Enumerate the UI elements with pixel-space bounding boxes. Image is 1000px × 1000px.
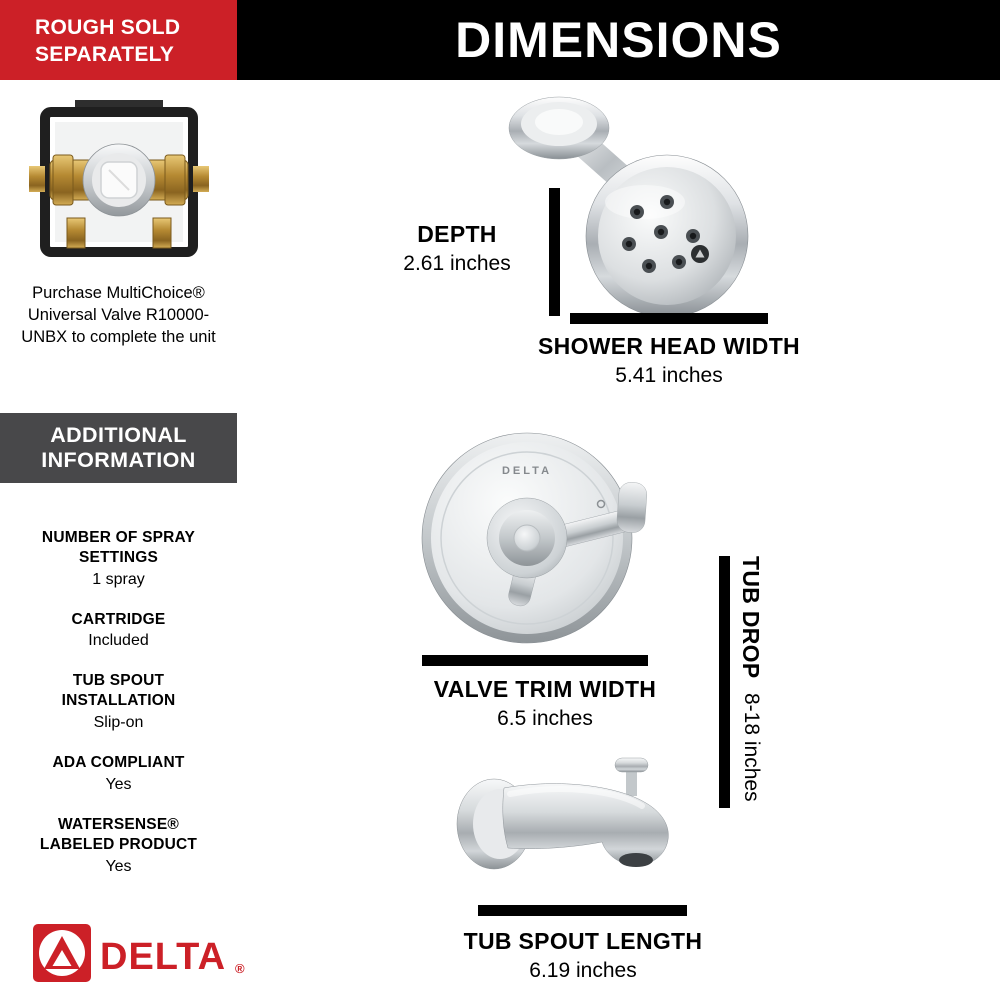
spec-item-ada-compliant: ADA COMPLIANT Yes (36, 753, 201, 794)
rough-valve-figure (29, 100, 209, 265)
rough-sold-separately-banner: ROUGH SOLD SEPARATELY (0, 0, 237, 80)
spec-label: NUMBER OF SPRAY SETTINGS (41, 529, 196, 566)
spec-value: Yes (105, 775, 132, 793)
depth-value: 2.61 inches (403, 252, 511, 275)
spec-label: TUB SPOUT INSTALLATION (61, 672, 176, 710)
valve-note: Purchase MultiChoice® Universal Valve R1… (21, 284, 216, 346)
delta-brand-logo: DELTA ® (33, 924, 245, 982)
valve-trim-illustration: DELTA (421, 432, 648, 644)
shower-head-width-dimension: SHOWER HEAD WIDTH 5.41 inches (518, 333, 820, 388)
tub-drop-bar (719, 556, 730, 808)
valve-trim-figure: DELTA (405, 418, 675, 663)
shower-head-illustration (508, 96, 749, 318)
spec-item-tub-spout-installation: TUB SPOUT INSTALLATION Slip-on (36, 671, 201, 732)
brand-wordmark: DELTA (100, 936, 227, 978)
spec-label: ADA COMPLIANT (52, 754, 185, 772)
spec-item-cartridge: CARTRIDGE Included (36, 610, 201, 651)
depth-dimension: DEPTH 2.61 inches (372, 221, 542, 276)
tub-spout-length-bar (478, 905, 687, 916)
rough-banner-line2: SEPARATELY (35, 42, 175, 66)
shower-head-width-value: 5.41 inches (615, 364, 723, 387)
valve-trim-width-dimension: VALVE TRIM WIDTH 6.5 inches (394, 676, 696, 731)
spec-value: Included (88, 632, 149, 650)
page-title: DIMENSIONS (237, 0, 1000, 80)
additional-header-line2: INFORMATION (41, 448, 196, 472)
depth-dimension-bar (549, 188, 560, 316)
spec-item-spray-settings: NUMBER OF SPRAY SETTINGS 1 spray (36, 528, 201, 589)
tub-spout-length-label: TUB SPOUT LENGTH (463, 928, 703, 954)
brand-registered-mark: ® (235, 961, 245, 976)
valve-plate-brand-text: DELTA (502, 465, 552, 477)
valve-trim-width-value: 6.5 inches (497, 707, 593, 730)
additional-information-header: ADDITIONAL INFORMATION (0, 413, 237, 483)
rough-valve-illustration (29, 100, 209, 257)
depth-label: DEPTH (417, 221, 497, 247)
spec-item-watersense: WATERSENSE® LABELED PRODUCT Yes (36, 815, 201, 876)
tub-spout-length-dimension: TUB SPOUT LENGTH 6.19 inches (432, 928, 734, 983)
spec-value: 1 spray (92, 570, 145, 588)
tub-spout-length-value: 6.19 inches (529, 959, 637, 982)
tub-drop-dimension: TUB DROP 8-18 inches (737, 556, 764, 812)
tub-spout-illustration (456, 757, 669, 870)
spec-value: Slip-on (93, 714, 144, 732)
shower-head-width-label: SHOWER HEAD WIDTH (538, 333, 800, 359)
spec-label: WATERSENSE® LABELED PRODUCT (39, 815, 198, 853)
shower-head-width-bar (570, 313, 768, 324)
tub-drop-label: TUB DROP (738, 556, 764, 679)
delta-triangle-icon (33, 924, 91, 982)
spec-label: CARTRIDGE (71, 610, 166, 628)
tub-spout-figure (450, 748, 690, 913)
additional-header-line1: ADDITIONAL (50, 422, 187, 447)
rough-banner-line1: ROUGH SOLD (35, 16, 181, 39)
spec-value: Yes (105, 857, 132, 875)
valve-trim-width-bar (422, 655, 648, 666)
shower-head-figure (455, 86, 785, 321)
tub-drop-value: 8-18 inches (740, 693, 763, 802)
spec-list: NUMBER OF SPRAY SETTINGS 1 spray CARTRID… (36, 528, 201, 876)
valve-trim-width-label: VALVE TRIM WIDTH (433, 676, 657, 702)
